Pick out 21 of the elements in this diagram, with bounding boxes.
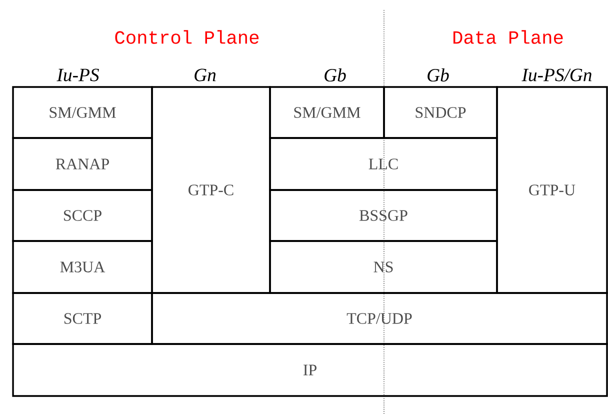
plane-heading: Control Plane <box>115 30 259 44</box>
protocol-layer-box: LLC <box>269 137 498 191</box>
interface-label: Gb <box>428 68 449 82</box>
interface-label: Gb <box>324 68 346 82</box>
protocol-layer-box: GTP-C <box>151 86 271 294</box>
protocol-layer-box: NS <box>269 240 498 294</box>
protocol-layer-box: IP <box>12 343 608 397</box>
interface-label: Gn <box>194 68 216 82</box>
protocol-layer-box: RANAP <box>12 137 153 191</box>
protocol-layer-box: BSSGP <box>269 189 498 242</box>
interface-label: Iu-PS/Gn <box>522 68 592 82</box>
protocol-layer-box: SCCP <box>12 189 153 242</box>
plane-heading: Data Plane <box>453 30 563 44</box>
protocol-layer-box: M3UA <box>12 240 153 294</box>
protocol-layer-box: SM/GMM <box>12 86 153 139</box>
protocol-layer-box: SM/GMM <box>269 86 385 139</box>
protocol-layer-box: SNDCP <box>383 86 498 139</box>
interface-label: Iu-PS <box>56 68 99 82</box>
protocol-layer-box: GTP-U <box>496 86 608 294</box>
protocol-layer-box: SCTP <box>12 292 153 345</box>
protocol-layer-box: TCP/UDP <box>151 292 608 345</box>
